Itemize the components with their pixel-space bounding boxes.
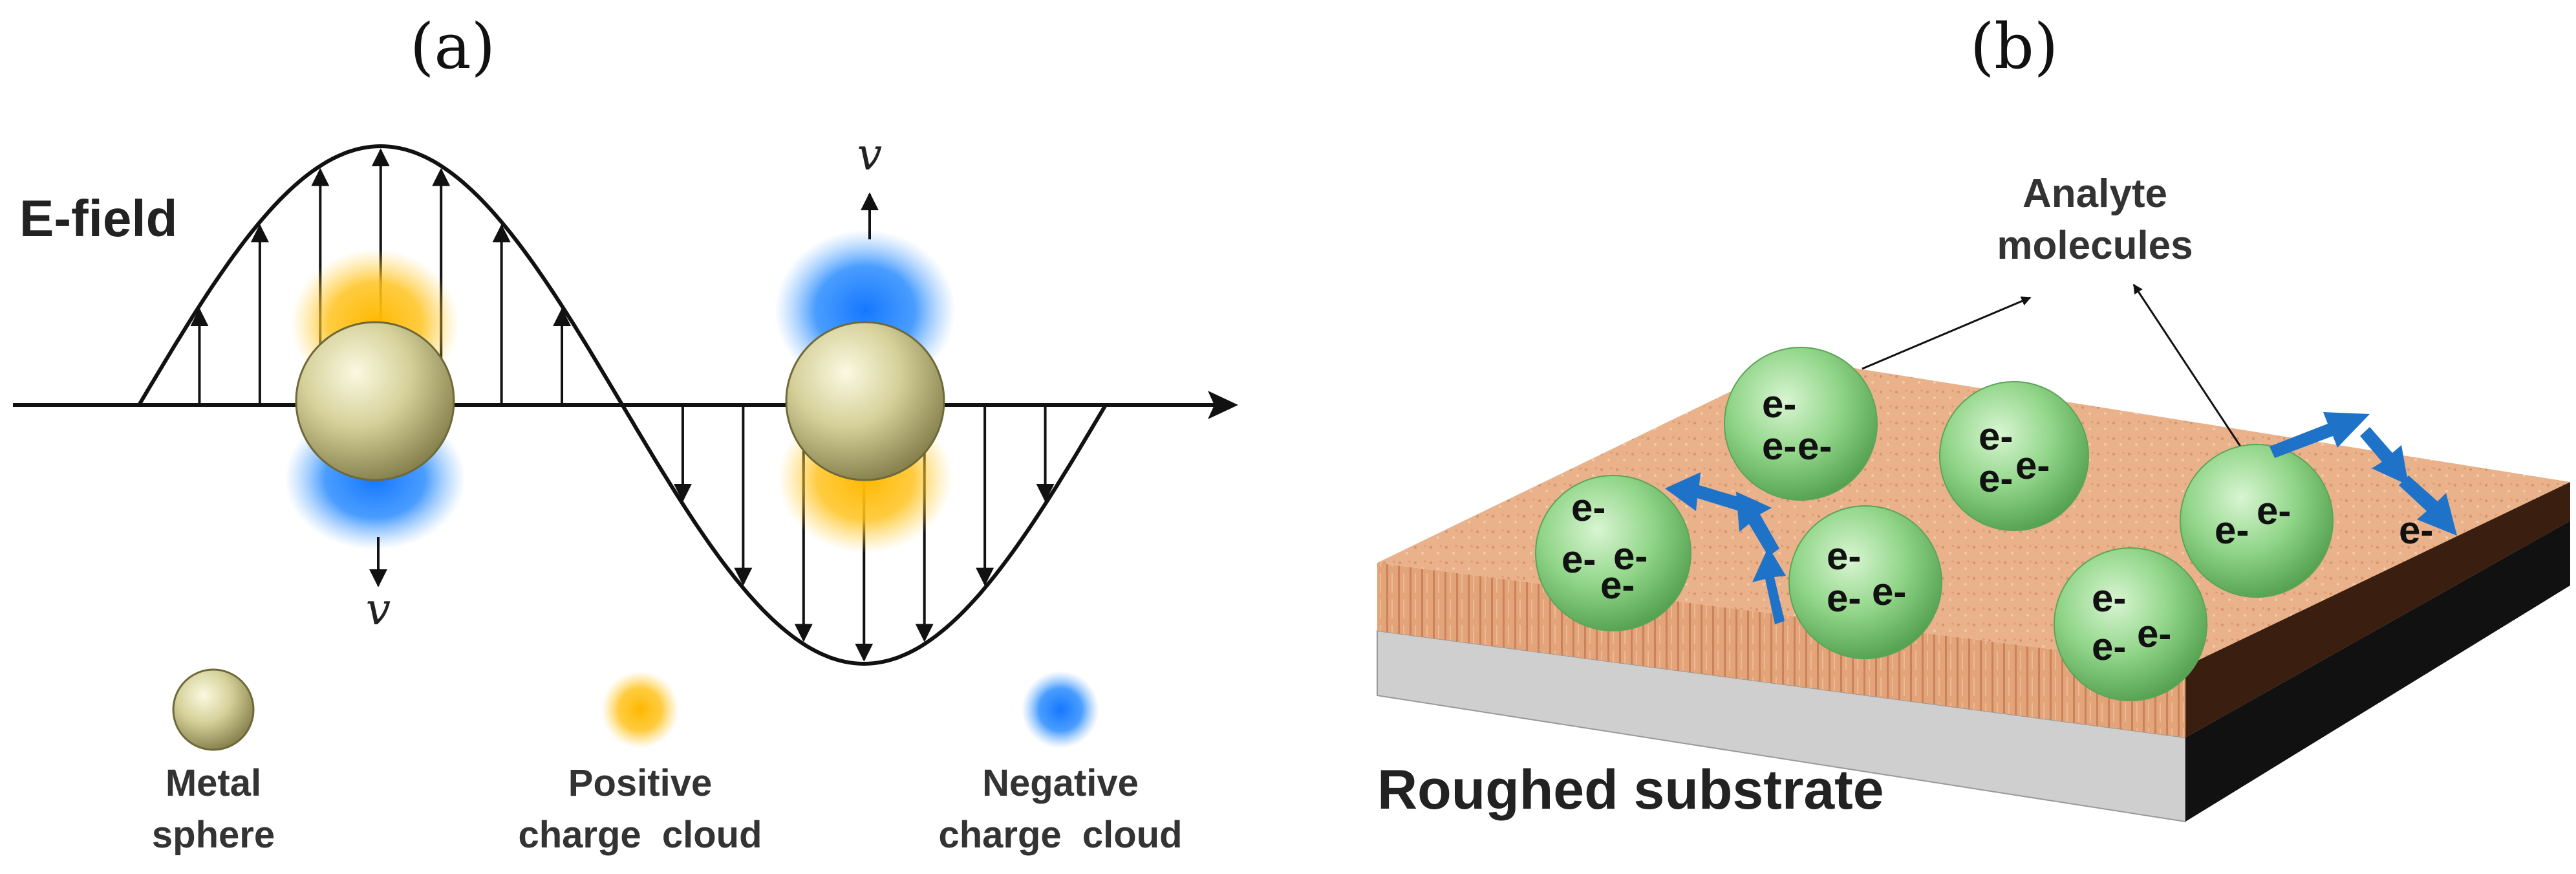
analyte-molecule	[1788, 505, 1942, 659]
analyte-molecules: e-e-e-e-e-e-e-e-e-e-e-e-e-e-e-e-e-e-	[1535, 347, 2334, 701]
analyte-molecule	[1724, 347, 1878, 501]
electron-label: e-	[2215, 508, 2249, 552]
electron-label: e-	[2257, 489, 2291, 532]
electron-transfer-arrows	[1665, 412, 2457, 624]
electron-label: e-	[1798, 424, 1832, 468]
substrate-rough-side	[2185, 482, 2570, 737]
substrate-base-side	[2185, 521, 2570, 822]
velocity-label-right: v	[857, 129, 882, 180]
field-axis-arrowhead	[1208, 391, 1238, 419]
transfer-arrow-left-2	[1736, 492, 1779, 556]
legend-metal-line2: sphere	[152, 814, 275, 856]
transfer-arrow-right-2	[2360, 427, 2409, 485]
electron-label: e-	[2015, 444, 2050, 487]
electron-label: e-	[2137, 612, 2171, 655]
electron-label: e-	[1979, 415, 2013, 458]
analyte-molecule	[2180, 444, 2334, 598]
metal-sphere-left	[295, 321, 455, 481]
legend-negative-line1: Negative	[982, 762, 1139, 804]
electron-label: e-	[1762, 424, 1796, 468]
analyte-pointer-1	[1862, 296, 2032, 370]
free-electron: e-	[2399, 508, 2433, 552]
substrate-label: Roughed substrate	[1377, 759, 1884, 821]
legend-positive-line2: charge cloud	[518, 814, 762, 856]
transfer-arrow-left-1	[1752, 547, 1786, 624]
electron-label: e-	[1827, 576, 1861, 620]
metal-sphere-right	[785, 321, 945, 481]
analyte-molecule	[2054, 547, 2207, 701]
electron-label: e-	[1600, 563, 1635, 607]
analyte-molecule	[1939, 381, 2089, 531]
legend: Metal sphere Positive charge cloud Negat…	[152, 668, 1183, 856]
panel-b: (b) Analyte molecules e-e-e-e-e-e-e-e-e-…	[1377, 10, 2570, 823]
transfer-arrow-left-3	[1665, 472, 1743, 511]
legend-metal-line1: Metal	[166, 762, 261, 804]
velocity-label-left: v	[366, 584, 391, 635]
electron-label: e-	[1762, 382, 1796, 426]
electron-label: e-	[2092, 576, 2126, 620]
electron-label: e-	[1571, 486, 1605, 529]
panel-a: (a) E-field v v Metal sphere Positive ch…	[13, 10, 1238, 856]
electron-label: e-	[1827, 534, 1861, 578]
electron-label: e-	[1613, 534, 1648, 578]
legend-positive-cloud-icon	[601, 671, 679, 748]
panel-b-label: (b)	[1970, 10, 2058, 83]
legend-metal-sphere-icon	[172, 668, 255, 751]
analyte-label-line2: molecules	[1997, 223, 2193, 268]
transfer-arrow-right-3	[2399, 475, 2457, 536]
analyte-pointer-2	[2132, 283, 2242, 447]
transfer-arrow-right-1	[2270, 412, 2370, 458]
electron-label: e-	[1979, 457, 2013, 500]
electron-label: e-	[1562, 538, 1596, 581]
efield-label: E-field	[19, 190, 177, 247]
analyte-label-line1: Analyte	[2023, 171, 2167, 216]
legend-positive-line1: Positive	[568, 762, 712, 804]
analyte-molecule	[1535, 475, 1691, 631]
panel-a-label: (a)	[410, 10, 495, 83]
electron-label: e-	[2092, 625, 2126, 668]
legend-negative-line2: charge cloud	[938, 814, 1182, 856]
e-field-wave	[137, 144, 1108, 666]
electron-label: e-	[1872, 570, 1906, 613]
legend-negative-cloud-icon	[1022, 671, 1099, 748]
